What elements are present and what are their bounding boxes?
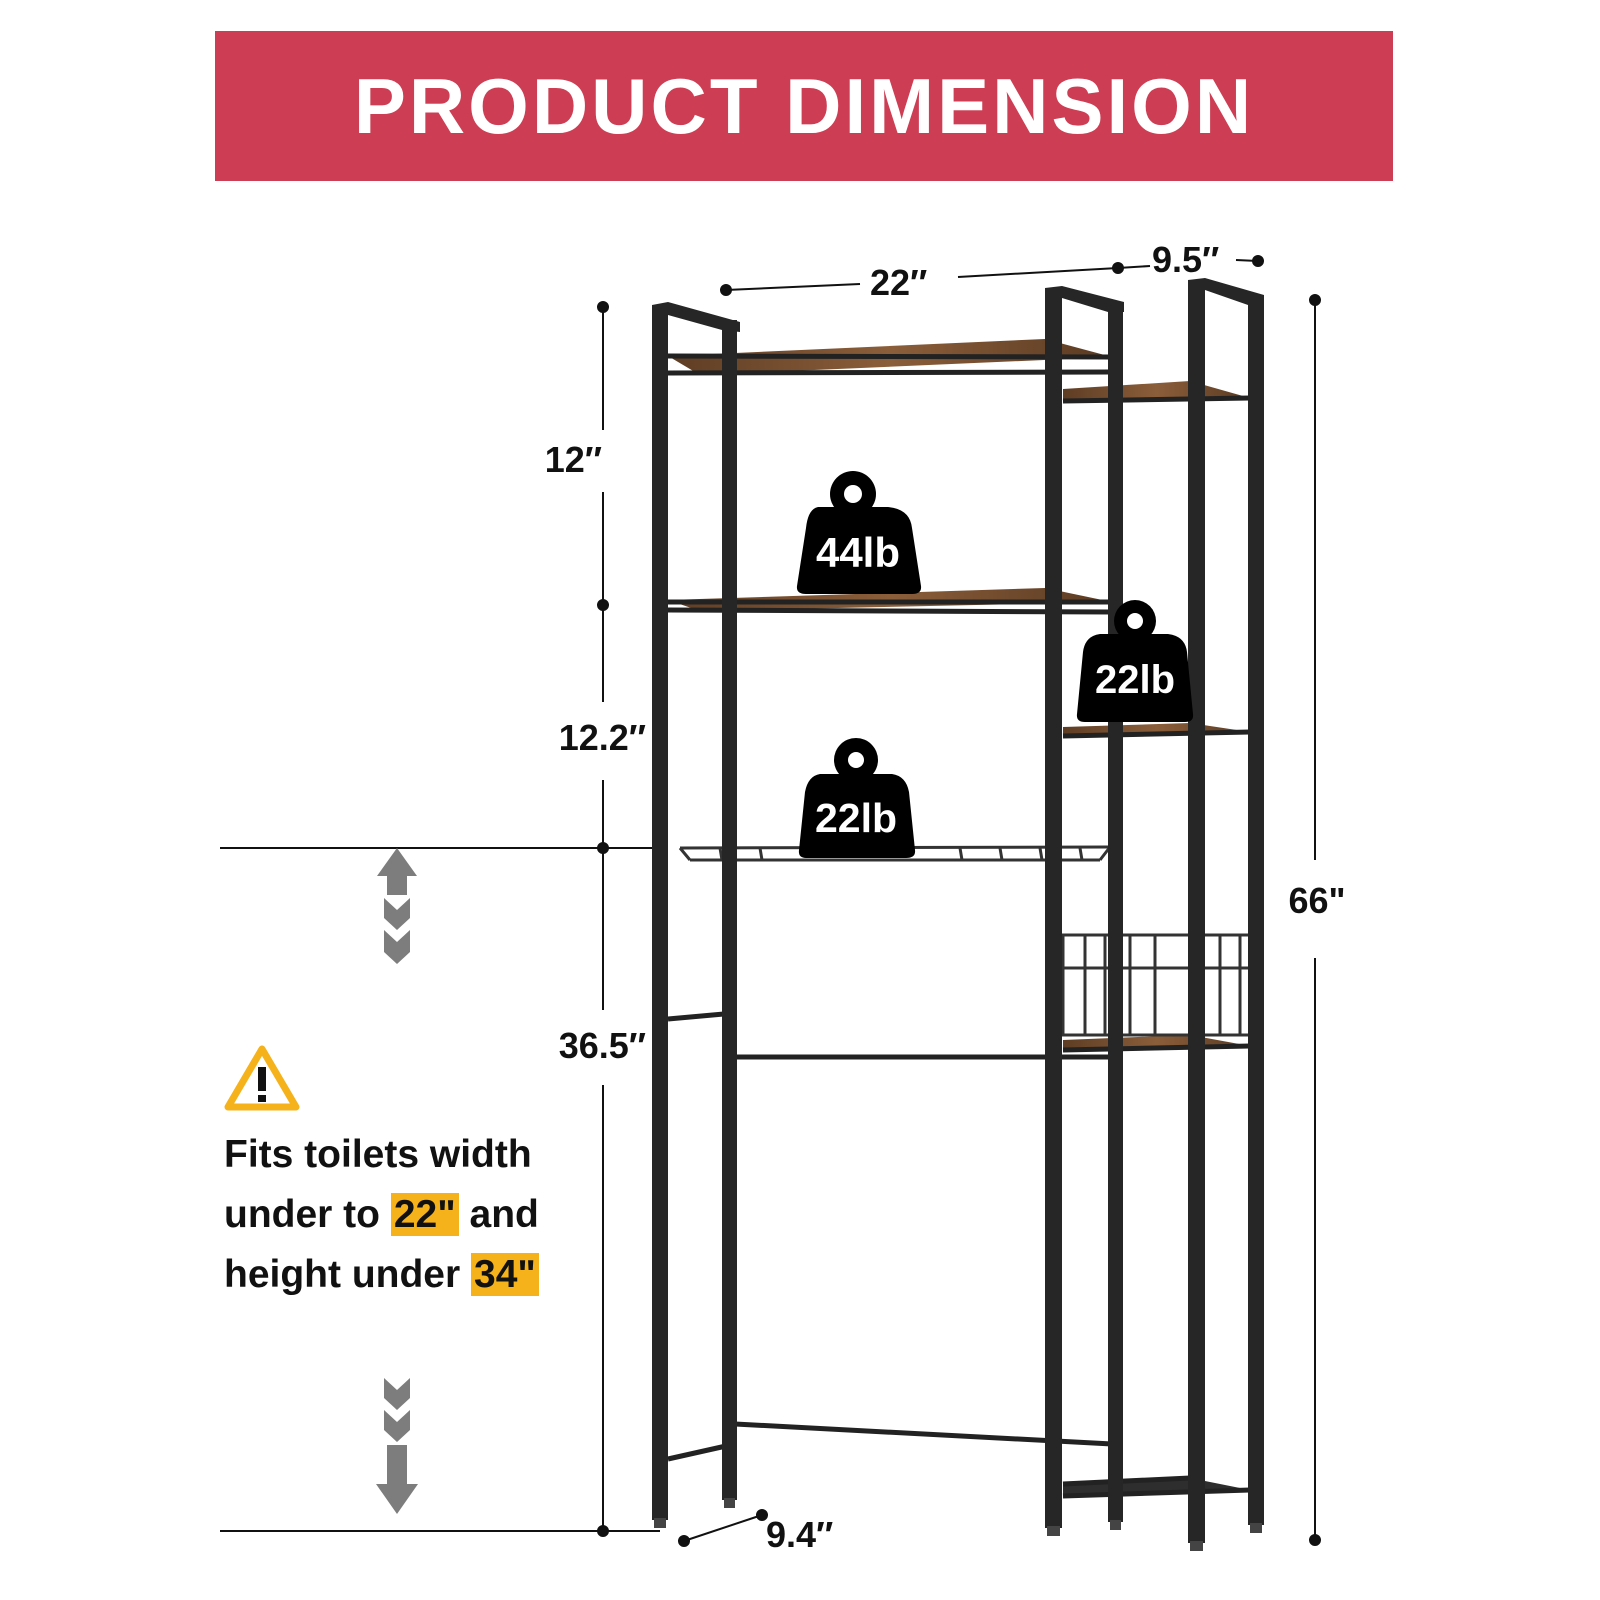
weight-label-basket: 22lb	[815, 795, 897, 841]
warning-icon	[224, 1045, 300, 1111]
side-wire-basket	[1061, 933, 1255, 1037]
weight-icon-top: 44lb	[796, 471, 922, 594]
dim-base-depth: 9.4″	[766, 1514, 833, 1555]
note-line-2-post: and	[469, 1193, 539, 1236]
dim-section-middle: 12.2″	[559, 717, 646, 758]
note-line-1: Fits toilets width	[224, 1133, 532, 1176]
note-height-highlight: 34"	[471, 1253, 539, 1296]
dim-total-height: 66"	[1288, 880, 1345, 921]
header-banner: PRODUCT DIMENSION	[215, 31, 1393, 181]
note-line-2-pre: under to	[224, 1193, 380, 1236]
note-line-3-pre: height under	[224, 1253, 461, 1296]
weight-label-top: 44lb	[816, 529, 900, 576]
dim-top-width: 22″	[870, 262, 927, 303]
fit-note: Fits toilets width under to 22" and heig…	[224, 1125, 644, 1305]
weight-icon-side: 22lb	[1076, 600, 1194, 722]
height-arrows	[376, 848, 418, 1514]
page-title: PRODUCT DIMENSION	[353, 61, 1255, 150]
note-line-3: height under 34"	[224, 1245, 644, 1305]
measure-lines	[220, 255, 1321, 1547]
shelf-frame	[652, 278, 1264, 1551]
note-line-2: under to 22" and	[224, 1185, 644, 1245]
dim-section-bottom: 36.5″	[559, 1025, 646, 1066]
dim-side-depth: 9.5″	[1152, 239, 1219, 280]
note-width-highlight: 22"	[390, 1193, 459, 1236]
weight-label-side: 22lb	[1095, 658, 1175, 702]
dim-section-top: 12″	[545, 439, 602, 480]
weight-icon-basket: 22lb	[798, 738, 916, 858]
